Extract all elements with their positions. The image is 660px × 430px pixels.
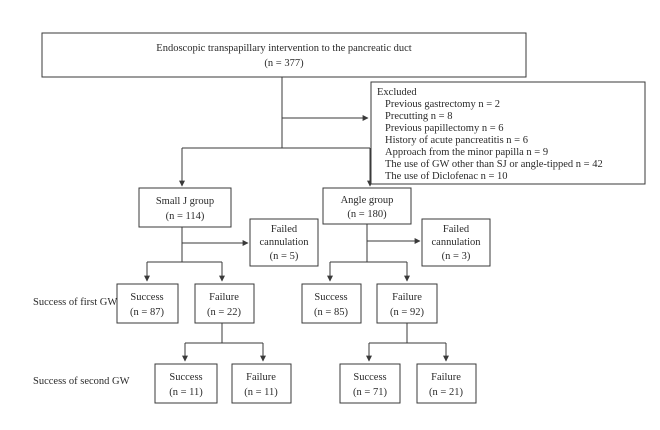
connectors: [144, 77, 449, 362]
excluded-item: Previous papillectomy n = 6: [385, 123, 504, 134]
small-j-first-success-box: Success (n = 87): [116, 283, 179, 324]
excluded-heading: Excluded: [377, 87, 417, 98]
row-label-first-gw: Success of first GW: [33, 297, 117, 308]
excluded-item: Previous gastrectomy n = 2: [385, 99, 500, 110]
small-j-group-box: Small J group (n = 114): [138, 187, 232, 228]
excluded-item: The use of Diclofenac n = 10: [385, 171, 508, 182]
cannulation-label: cannulation: [432, 237, 482, 248]
success-count: (n = 11): [169, 387, 203, 398]
failed-cannulation-count: (n = 3): [442, 251, 471, 262]
failure-count: (n = 11): [244, 387, 278, 398]
failure-label: Failure: [209, 292, 239, 303]
angle-second-failure-box: Failure (n = 21): [416, 363, 477, 404]
angle-group-box: Angle group (n = 180): [322, 187, 412, 225]
failure-label: Failure: [392, 292, 422, 303]
total-count: (n = 377): [264, 58, 304, 69]
angle-first-success-box: Success (n = 85): [301, 283, 362, 324]
small-j-failed-cannulation-box: Failed cannulation (n = 5): [249, 218, 319, 267]
success-label: Success: [130, 292, 163, 303]
success-label: Success: [169, 372, 202, 383]
excluded-box: Excluded Previous gastrectomy n = 2 Prec…: [370, 81, 646, 185]
failure-count: (n = 22): [207, 307, 241, 318]
total-title: Endoscopic transpapillary intervention t…: [156, 43, 411, 54]
failure-label: Failure: [431, 372, 461, 383]
total-box: Endoscopic transpapillary intervention t…: [41, 32, 527, 78]
small-j-group-label: Small J group: [156, 196, 214, 207]
failure-count: (n = 92): [390, 307, 424, 318]
failed-label: Failed: [443, 224, 470, 235]
small-j-first-failure-box: Failure (n = 22): [194, 283, 255, 324]
success-label: Success: [353, 372, 386, 383]
success-count: (n = 71): [353, 387, 387, 398]
failed-cannulation-count: (n = 5): [270, 251, 299, 262]
excluded-item: History of acute pancreatitis n = 6: [385, 135, 528, 146]
small-j-second-failure-box: Failure (n = 11): [231, 363, 292, 404]
angle-group-count: (n = 180): [347, 209, 387, 220]
excluded-item: The use of GW other than SJ or angle-tip…: [385, 159, 603, 170]
angle-group-label: Angle group: [341, 195, 394, 206]
angle-second-success-box: Success (n = 71): [339, 363, 401, 404]
failed-label: Failed: [271, 224, 298, 235]
excluded-item: Approach from the minor papilla n = 9: [385, 147, 548, 158]
failure-count: (n = 21): [429, 387, 463, 398]
success-count: (n = 87): [130, 307, 164, 318]
success-count: (n = 85): [314, 307, 348, 318]
angle-first-failure-box: Failure (n = 92): [376, 283, 438, 324]
row-label-second-gw: Success of second GW: [33, 376, 130, 387]
success-label: Success: [314, 292, 347, 303]
cannulation-label: cannulation: [260, 237, 310, 248]
failure-label: Failure: [246, 372, 276, 383]
angle-failed-cannulation-box: Failed cannulation (n = 3): [421, 218, 491, 267]
small-j-second-success-box: Success (n = 11): [154, 363, 218, 404]
small-j-group-count: (n = 114): [166, 211, 205, 222]
excluded-item: Precutting n = 8: [385, 111, 452, 122]
